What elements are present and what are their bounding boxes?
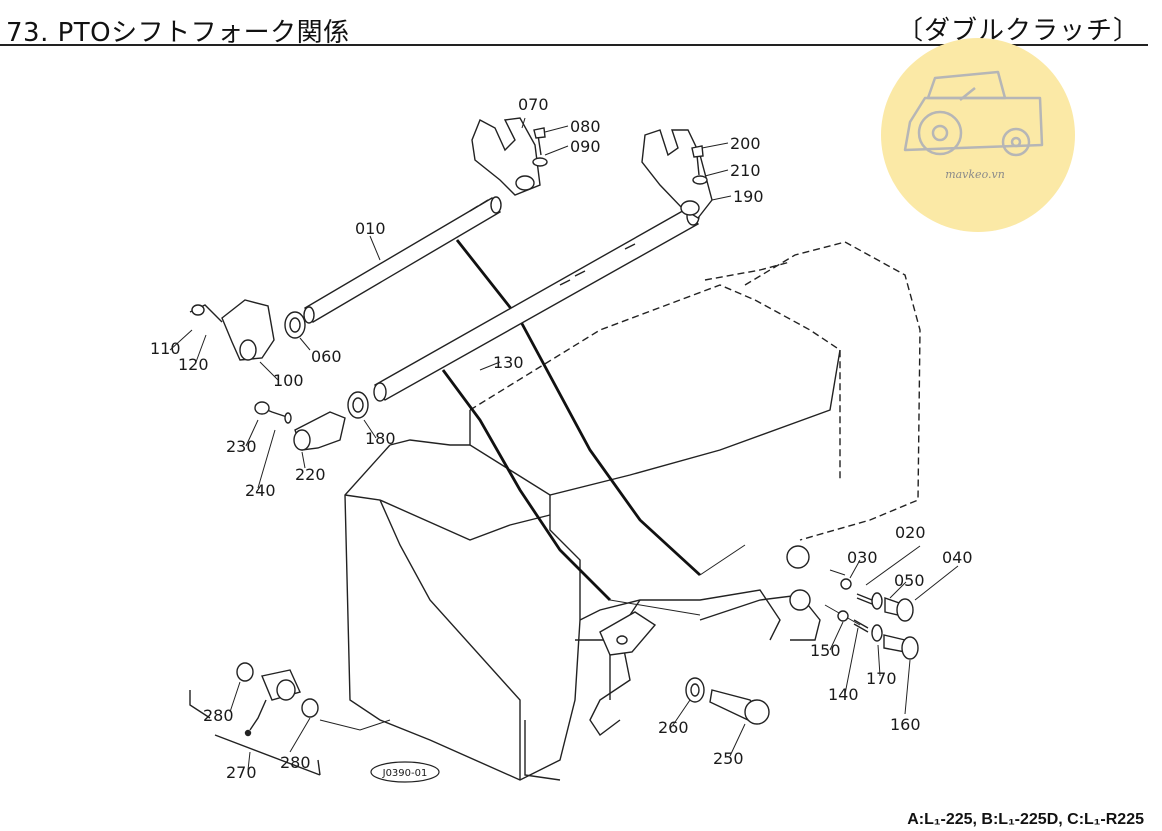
part-label-200: 200: [730, 134, 761, 153]
shift-arm-220: [254, 401, 346, 451]
label-leaders: [169, 117, 959, 771]
lever-270: [189, 662, 321, 776]
part-label-260: 260: [658, 718, 689, 737]
shift-fork-190: [641, 129, 713, 219]
tractor-icon: [903, 70, 1044, 157]
part-label-160: 160: [890, 715, 921, 734]
part-label-190: 190: [733, 187, 764, 206]
watermark-logo: mavkeo.vn: [881, 38, 1075, 232]
part-label-220: 220: [295, 465, 326, 484]
shift-arm-100: [189, 299, 275, 361]
shift-shaft-010: [303, 196, 502, 324]
page-subtitle: 〔ダブルクラッチ〕: [896, 16, 1140, 46]
part-label-060: 060: [311, 347, 342, 366]
part-label-070: 070: [518, 95, 549, 114]
part-label-040: 040: [942, 548, 973, 567]
part-label-120: 120: [178, 355, 209, 374]
part-label-240: 240: [245, 481, 276, 500]
part-label-090: 090: [570, 137, 601, 156]
lever-shaft-250: [599, 611, 770, 725]
part-label-110: 110: [150, 339, 181, 358]
reference-code: J0390-01: [370, 761, 440, 783]
part-label-210: 210: [730, 161, 761, 180]
part-label-180: 180: [365, 429, 396, 448]
part-label-100: 100: [273, 371, 304, 390]
oil-seal-180: [347, 391, 369, 419]
oil-seal-060: [284, 311, 306, 339]
model-applicability: A:L₁-225, B:L₁-225D, C:L₁-R225: [907, 811, 1144, 828]
part-label-250: 250: [713, 749, 744, 768]
part-label-030: 030: [847, 548, 878, 567]
page-title: 73. PTOシフトフォーク関係: [6, 18, 350, 48]
thin-leaders: [319, 544, 861, 731]
part-label-130: 130: [493, 353, 524, 372]
shift-shaft-130: [373, 206, 700, 402]
part-label-140: 140: [828, 685, 859, 704]
assembly-lines: [441, 239, 701, 601]
title-rule: [0, 44, 1148, 46]
part-label-280-left: 280: [203, 706, 234, 725]
part-label-080: 080: [570, 117, 601, 136]
reference-code-text: J0390-01: [382, 768, 428, 779]
part-label-010: 010: [355, 219, 386, 238]
watermark-text: mavkeo.vn: [945, 168, 1005, 181]
part-label-280-right: 280: [280, 753, 311, 772]
part-label-020: 020: [895, 523, 926, 542]
part-label-150: 150: [810, 641, 841, 660]
shift-fork-070: [471, 117, 548, 196]
transmission-case: [469, 241, 921, 541]
part-label-050: 050: [894, 571, 925, 590]
part-label-230: 230: [226, 437, 257, 456]
detent-parts: [786, 545, 919, 660]
part-label-270: 270: [226, 763, 257, 782]
part-label-170: 170: [866, 669, 897, 688]
